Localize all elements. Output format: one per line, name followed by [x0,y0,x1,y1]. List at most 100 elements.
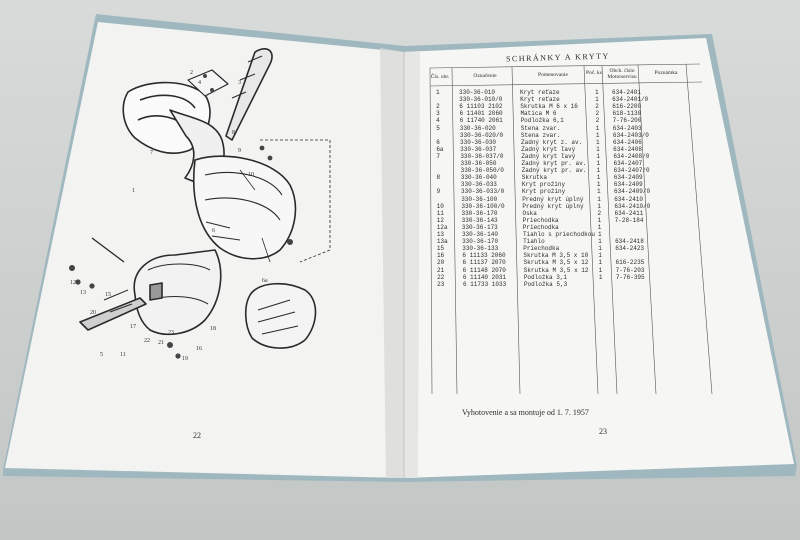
table-cell: 1 [598,252,602,260]
table-cell: 20 [437,259,445,267]
table-cell: 330-36-033/0 [461,188,505,196]
table-cell: Skrutka M 6 x 16 [520,103,578,111]
left-page-number: 22 [193,431,201,440]
table-cell: 330-36-033 [460,181,497,189]
table-cell: 616-2200 [612,103,642,111]
table-cell: 330-36-050/0 [460,167,504,175]
table-cell: 330-36-100/0 [461,202,505,210]
table-cell: 7-76-395 [615,273,645,281]
table-cell: 13 [436,231,445,238]
table-cell: Podložka 5,3 [523,280,568,288]
table-cell: 1 [597,223,602,231]
left-page [5,22,404,478]
table-cell: 1 [597,231,602,238]
table-cell: Stena zvar. [520,131,561,139]
col-header-name: Pomenovanie [538,72,568,78]
right-page-number: 23 [599,427,607,436]
table-cell: 2 [436,103,440,111]
table-cell: 330-36-140 [461,231,498,238]
rod-part [91,237,125,263]
table-cell: 11 [436,209,444,217]
table-cell: 330-36-100 [461,195,498,203]
table-cell: Zadný kryt pr. av. [521,160,587,167]
table-cell: 634-2409 [613,181,643,189]
drawing-callout: 12 [70,280,76,286]
table-cell: 330-36-143 [461,216,498,224]
table-cell: 2 [595,110,600,118]
table-cell: 16 [436,252,445,260]
table-cell: 1 [595,124,600,132]
table-cell: 21 [437,266,445,274]
table-cell: 634-2410 [614,195,644,203]
table-cell: 2 [595,103,599,111]
table-cell: 634-2410/0 [614,202,651,210]
drawing-callout: 5 [100,352,103,358]
drawing-callout: 11 [120,352,126,358]
table-cell: Matica M 6 [520,110,557,118]
drawing-callout: 6 [212,228,215,234]
table-cell: 634-2406 [613,138,642,146]
table-cell: 1 [597,195,601,203]
footer-note: Vyhotovenie a sa montuje od 1. 7. 1957 [462,408,589,417]
table-cell: 634-2408/0 [613,152,650,160]
table-cell: Oska [522,209,537,217]
bracket-part [225,48,273,141]
table-cell: 330-36-020 [459,124,496,132]
gutter-shadow-right [404,51,420,478]
drawing-callout: 1 [132,188,135,194]
table-cell: 1 [597,216,602,224]
table-cell: 1 [596,174,601,182]
col-header-qty: Poč. ks [586,70,602,76]
table-cell: Skrutka M 3,5 x 12 [523,266,589,274]
table-cell: Kryt prožiny [522,188,566,196]
drawing-callout: 9 [238,148,241,154]
table-cell: 9 [436,188,441,196]
table-cell: 22 [437,273,445,281]
table-cell: 4 [436,117,440,125]
drawing-callout: 4 [198,80,201,86]
table-cell: 15 [436,245,445,253]
table-cell: Zadný kryt ľavý [521,152,576,160]
table-cell: 1 [436,89,440,96]
small-hardware [69,74,293,359]
table-cell: 6 11103 2102 [459,103,503,111]
table-cell: Kryt reťaze [520,96,560,104]
table-cell: 330-36-010/0 [459,96,503,104]
table-cell: 23 [437,280,445,288]
table-cell: 330-36-010 [459,89,496,96]
drawing-callout: 15 [105,292,111,298]
table-cell: Predný kryt úplný [522,202,584,210]
exploded-parts-drawing [79,48,331,349]
drawing-callout: 16 [196,346,202,352]
table-cell: 1 [598,238,602,246]
drawing-callout: 19 [182,356,188,362]
table-cell: Podložka 3,1 [523,273,568,281]
table-cell: 1 [596,160,601,167]
drawing-callout: 3 [238,80,241,86]
table-cell: 6a [436,145,444,153]
table-cell: 634-2407 [613,160,643,167]
table-cell: 12a [436,223,448,231]
table-cell: 6 11148 2070 [462,266,506,274]
table-cell: 1 [597,202,601,210]
table-cell: 2 [595,117,600,125]
rear-cover-part [192,155,297,260]
drawing-callout: 20 [90,310,96,316]
table-cell: 1 [598,266,603,274]
table-cell: 634-2403/0 [612,131,649,139]
table-cell: 634-2401 [612,89,641,96]
table-cell: Skrutka M 3,5 x 10 [523,252,589,260]
gutter-shadow [380,48,404,478]
parts-table-grid [429,63,713,395]
table-cell: 6 11401 2060 [459,110,503,118]
table-cell: 7 [436,152,440,160]
table-cell: 634-2423 [615,245,645,253]
table-cell: 330-36-170 [461,209,498,217]
table-cell: Zadný kryt pr. av. [521,167,587,175]
table-cell: 6 11733 1033 [462,280,507,288]
table-cell: Priechodka [523,245,560,253]
table-cell: 634-2401/0 [612,96,649,104]
table-cell: 330-36-037 [460,145,497,153]
table-cell: 616-2235 [615,259,645,267]
